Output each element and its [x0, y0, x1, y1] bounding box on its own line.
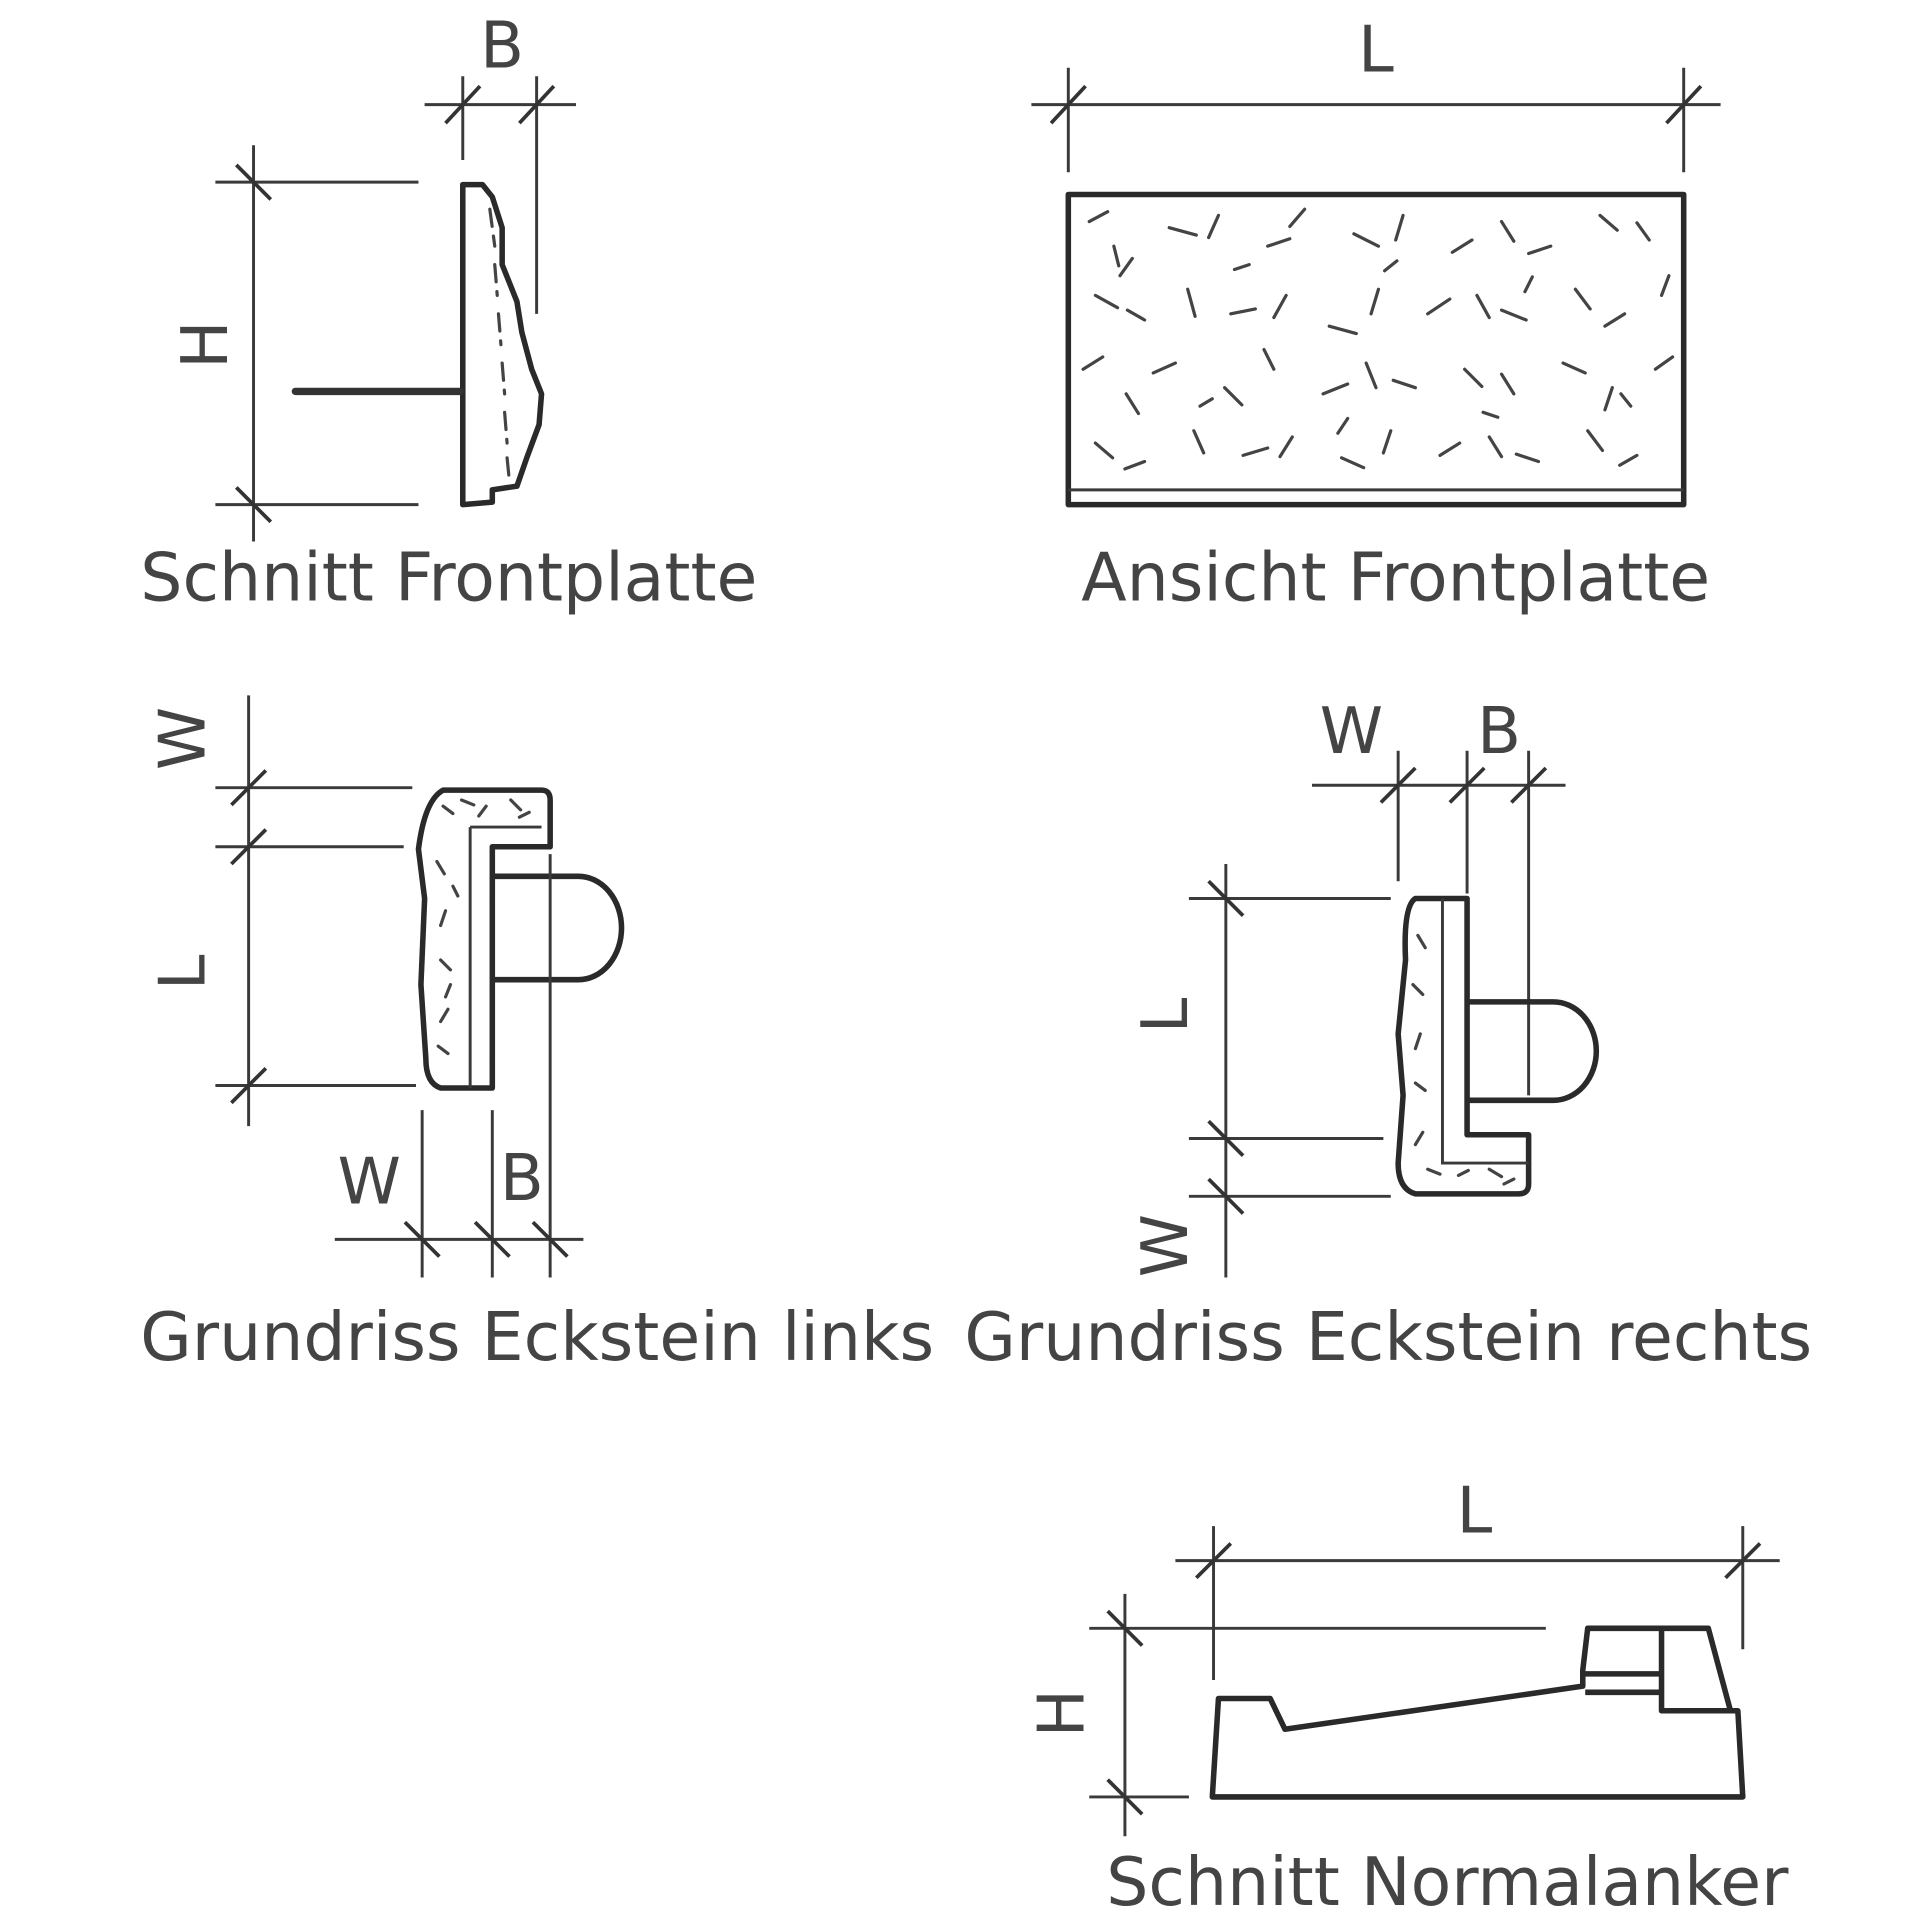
caption-schnitt-normalanker: Schnitt Normalanker	[1106, 1843, 1789, 1920]
dim-label-l: L	[1129, 997, 1203, 1033]
dim-label-l: L	[1457, 1474, 1493, 1548]
diagram-grundriss-eckstein-rechts: W B L W	[1129, 695, 1600, 1278]
caption-grundriss-eckstein-links: Grundriss Eckstein links	[140, 1298, 934, 1376]
dim-label-b-bottom: B	[500, 1142, 544, 1216]
diagram-schnitt-normalanker: L H	[1025, 1474, 1780, 1837]
dim-label-h: H	[169, 321, 243, 369]
dim-label-w-bottom: W	[338, 1146, 401, 1220]
caption-grundriss-eckstein-rechts: Grundriss Eckstein rechts	[964, 1298, 1812, 1376]
dim-label-l: L	[1358, 13, 1394, 87]
diagram-ansicht-frontplatte: L	[1031, 13, 1721, 508]
dim-label-b: B	[480, 10, 524, 84]
dim-label-w-top: W	[1320, 695, 1383, 769]
dim-label-b-top: B	[1477, 695, 1521, 769]
diagram-schnitt-frontplatte: B H	[169, 10, 576, 542]
caption-ansicht-frontplatte: Ansicht Frontplatte	[1081, 539, 1710, 617]
dim-label-l: L	[147, 954, 221, 990]
caption-schnitt-frontplatte: Schnitt Frontplatte	[140, 539, 757, 617]
dim-label-w-top: W	[147, 707, 221, 770]
dim-label-h: H	[1025, 1689, 1099, 1737]
dim-label-w-bottom: W	[1129, 1214, 1203, 1277]
diagram-grundriss-eckstein-links: W L W B	[147, 695, 625, 1278]
